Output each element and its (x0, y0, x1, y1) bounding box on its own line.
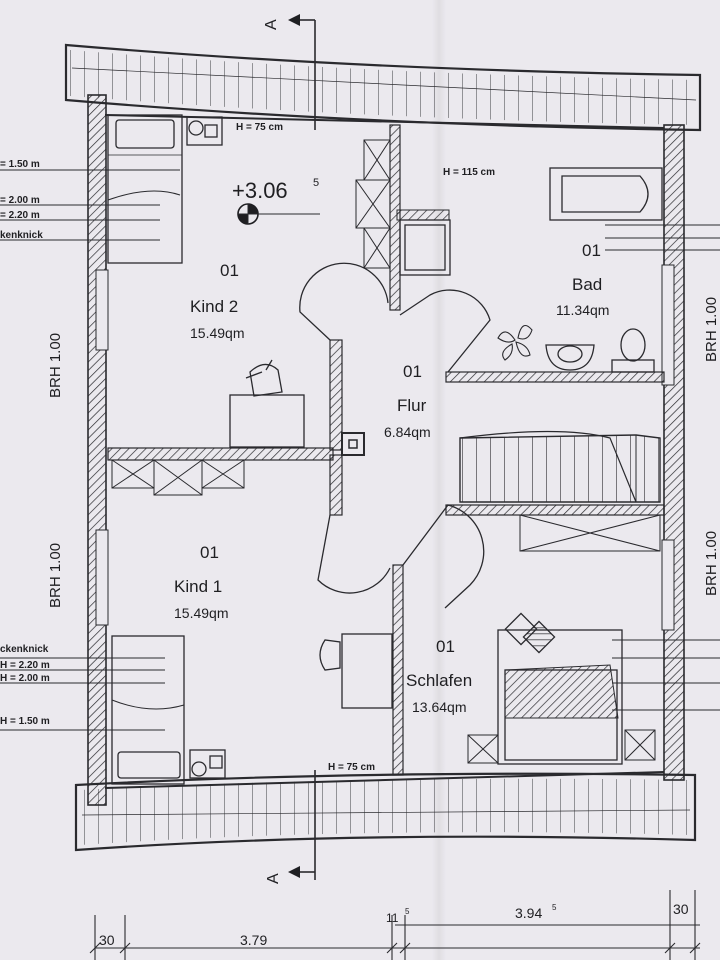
left-label-bottom-4: H = 1.50 m (0, 716, 50, 727)
dim-mid-wall-sup: 5 (405, 907, 410, 916)
dim-left-room: 3.79 (240, 932, 267, 948)
plant-icon (497, 324, 533, 361)
level-value: +3.06 (232, 178, 288, 203)
window-height-top: H = 75 cm (236, 122, 283, 133)
room-area-flur: 6.84qm (384, 424, 431, 440)
brh-left-top: BRH 1.00 (47, 333, 64, 398)
washbasin (545, 344, 595, 371)
dim-right-wall: 30 (673, 901, 689, 917)
room-number-kind1: 01 (200, 543, 219, 562)
dim-mid-wall: 11 (386, 911, 399, 925)
left-label-top-2: = 2.00 m (0, 195, 40, 206)
interior-walls (107, 124, 665, 776)
dim-left-wall: 30 (99, 932, 115, 948)
room-area-kind1: 15.49qm (174, 605, 228, 621)
shower-tray (399, 219, 451, 276)
left-label-top-3: = 2.20 m (0, 210, 40, 221)
brh-left-bottom: BRH 1.00 (47, 543, 64, 608)
left-label-bottom-3: H = 2.00 m (0, 673, 50, 684)
bathtub (549, 167, 663, 221)
room-area-schlafen: 13.64qm (412, 699, 466, 715)
double-bed-schlafen (497, 612, 623, 765)
room-number-flur: 01 (403, 362, 422, 381)
room-area-kind2: 15.49qm (190, 325, 244, 341)
heater-units (186, 116, 226, 779)
chimney-icon (341, 432, 365, 456)
left-label-bottom-2: H = 2.20 m (0, 660, 50, 671)
section-label-top: A (263, 19, 280, 30)
room-name-kind2: Kind 2 (190, 297, 238, 316)
outer-walls (87, 94, 685, 806)
brh-right-top: BRH 1.00 (703, 297, 720, 362)
room-name-flur: Flur (397, 396, 427, 415)
door-swings (299, 262, 491, 609)
left-label-bottom-1: ckenknick (0, 644, 49, 655)
level-marker-icon (237, 203, 320, 225)
room-number-schlafen: 01 (436, 637, 455, 656)
room-area-bad: 11.34qm (556, 302, 609, 318)
level-superscript: 5 (313, 177, 319, 189)
dimension-line (89, 890, 701, 960)
bed-kind2 (107, 114, 183, 264)
left-label-top-4: kenknick (0, 230, 43, 241)
room-number-bad: 01 (582, 241, 601, 260)
window-height-bottom: H = 75 cm (328, 762, 375, 773)
toilet (611, 328, 655, 373)
staircase (459, 430, 661, 503)
room-name-bad: Bad (572, 275, 602, 294)
left-label-top-1: = 1.50 m (0, 159, 40, 170)
dim-right-room-sup: 5 (552, 903, 557, 912)
section-label-bottom: A (265, 873, 282, 884)
roof-overhang-top (64, 43, 702, 132)
dim-right-room: 3.94 (515, 905, 542, 921)
section-line-a (288, 14, 316, 880)
room-name-kind1: Kind 1 (174, 577, 222, 596)
desk-kind1 (319, 633, 393, 709)
bed-kind1 (111, 635, 185, 785)
desk-kind2 (229, 359, 305, 448)
roof-overhang-bottom (74, 772, 697, 852)
window-height-bath: H = 115 cm (443, 167, 495, 178)
room-name-schlafen: Schlafen (406, 671, 472, 690)
leader-lines (0, 169, 720, 731)
brh-right-bottom: BRH 1.00 (703, 531, 720, 596)
room-number-kind2: 01 (220, 261, 239, 280)
storage-cabinets (111, 139, 661, 764)
